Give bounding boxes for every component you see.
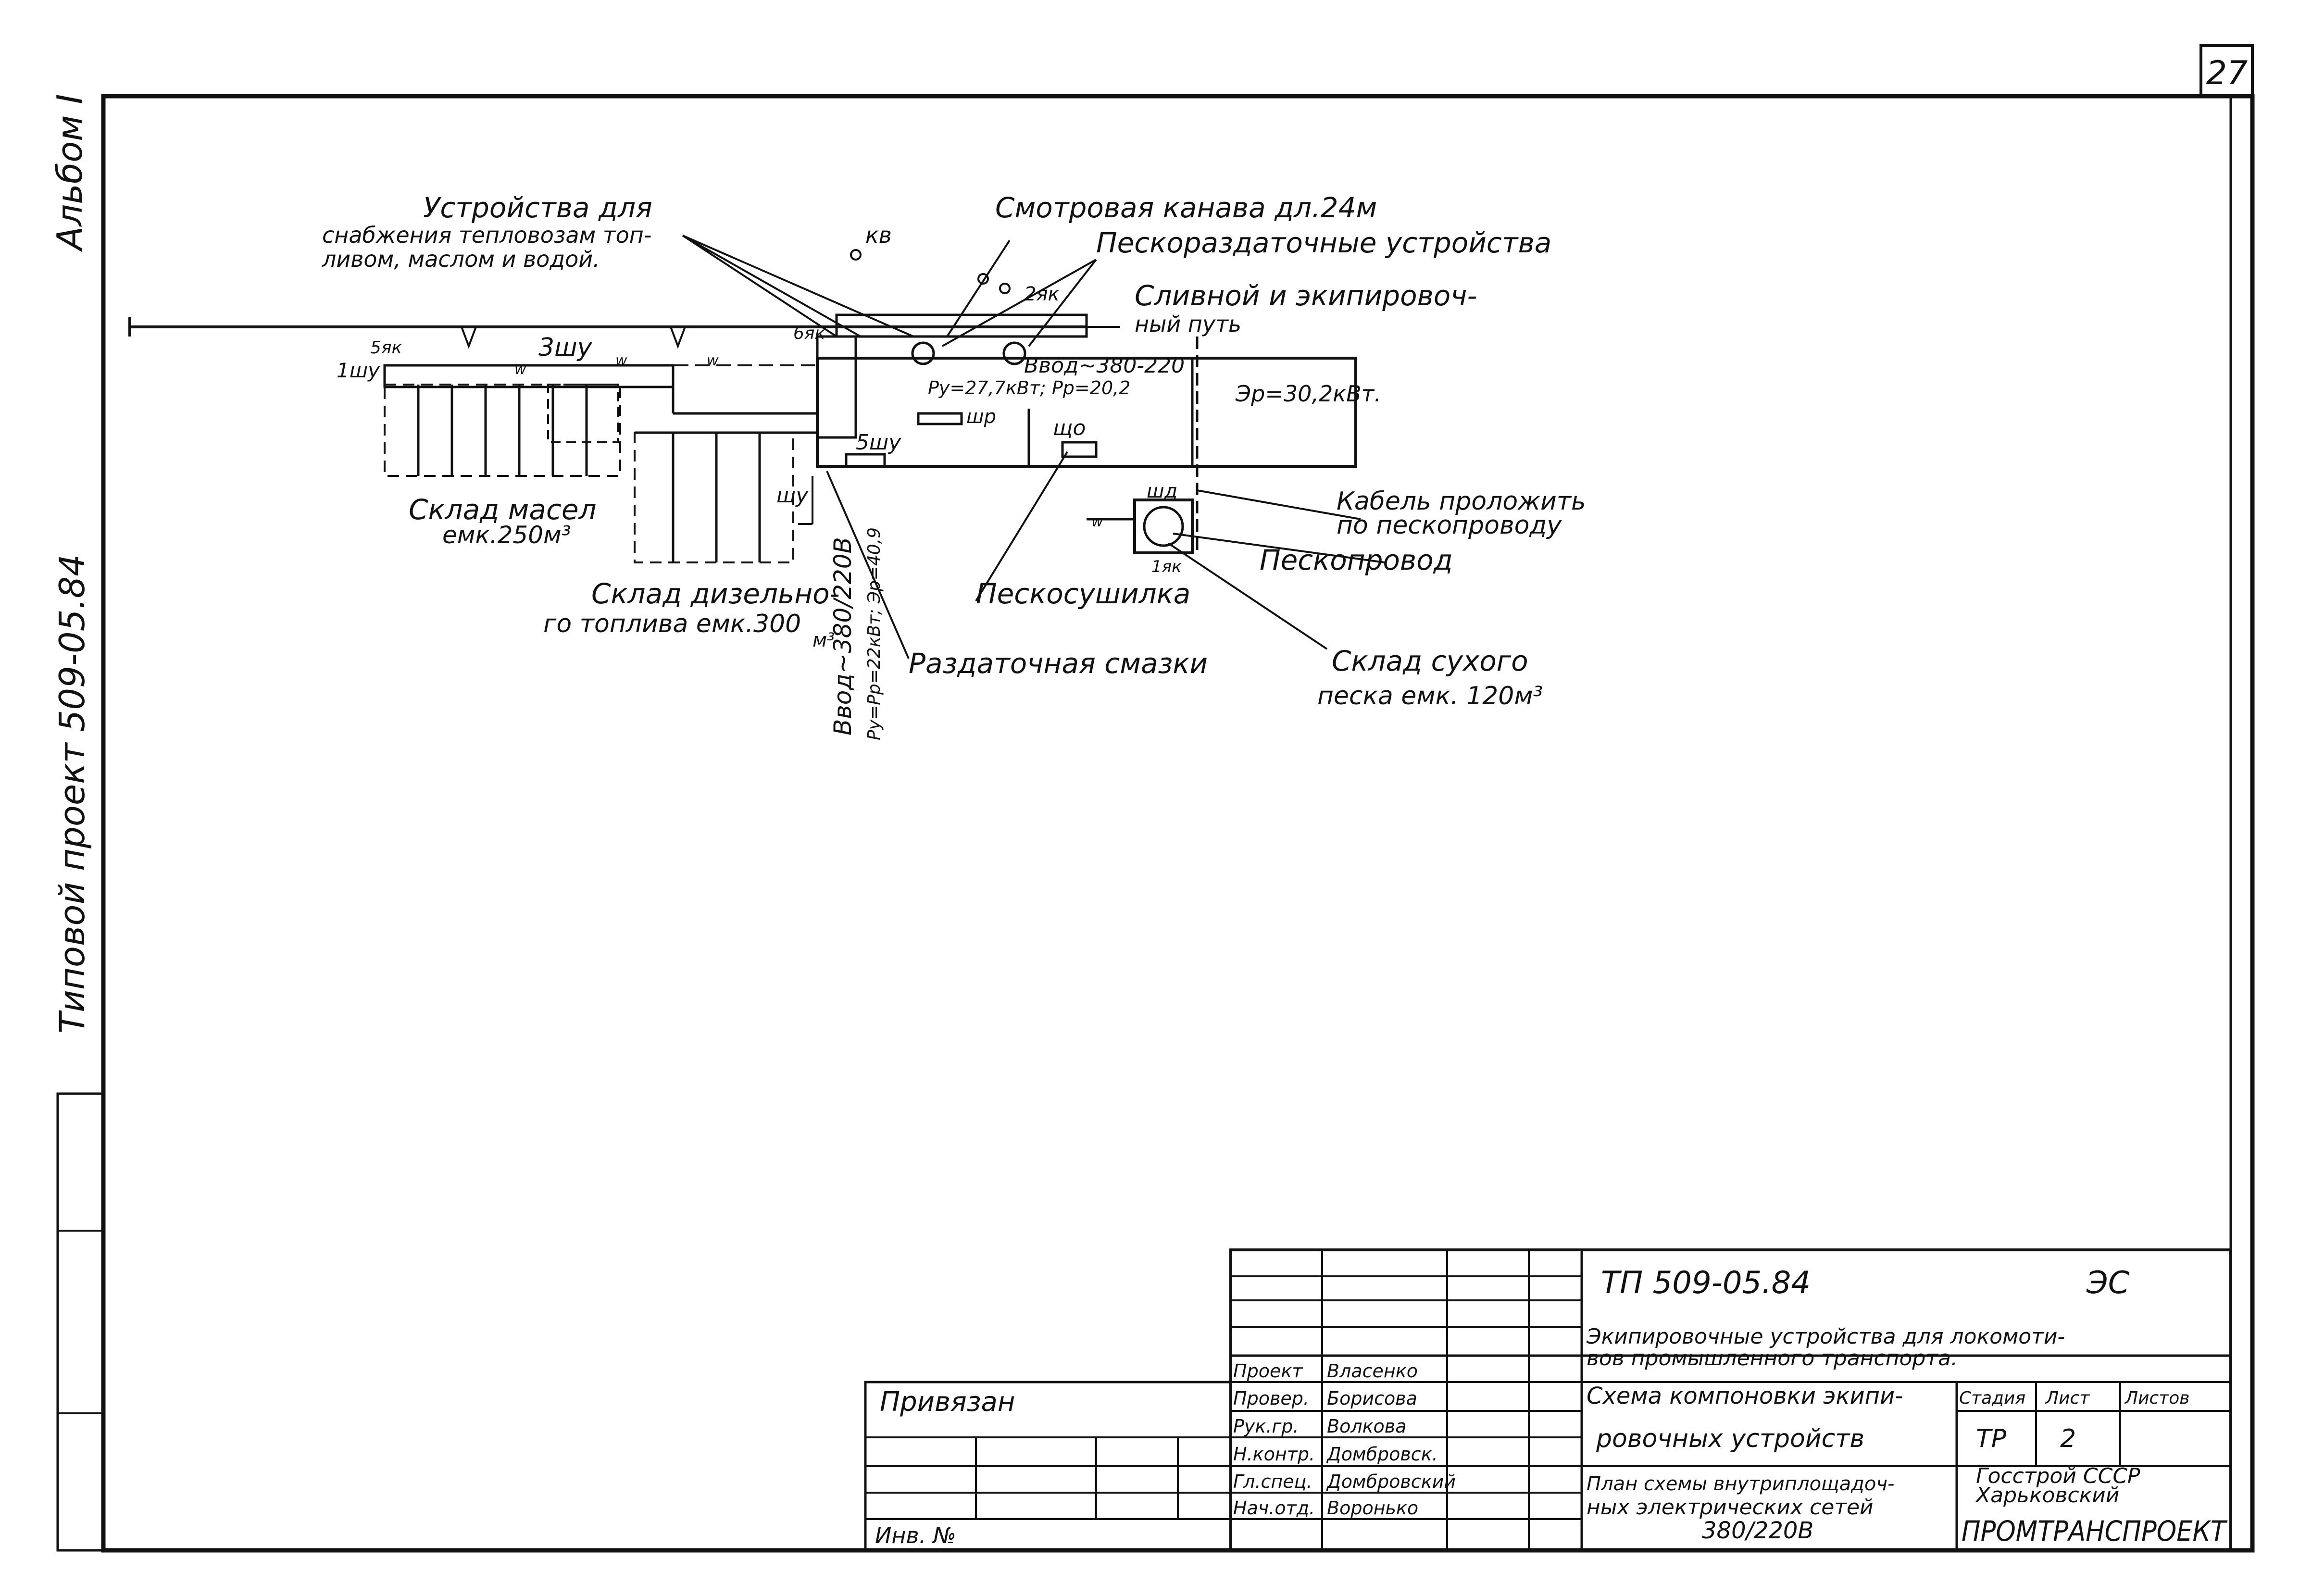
label-dry-sand: Склад сухого <box>1332 645 1528 677</box>
label-1yak: 1як <box>1151 557 1182 576</box>
signature-role: Провер. <box>1233 1388 1309 1409</box>
label-1shu: 1шу <box>337 359 380 382</box>
label-cable-2: по пескопроводу <box>1337 511 1562 540</box>
label-sand-devices: Пескораздаточные устройства <box>1096 226 1551 259</box>
label-kv: кв <box>865 222 892 248</box>
label-w-3: w <box>707 352 719 369</box>
page-number: 27 <box>2206 54 2248 92</box>
sheet-title-4: ных электрических сетей <box>1587 1495 1874 1520</box>
label-5shu: 5шу <box>856 430 901 455</box>
page-number-box <box>2200 44 2254 98</box>
sand-device-icon <box>1002 341 1026 365</box>
label-2yak: 2як <box>1024 283 1060 305</box>
label-drain-track-2: ный путь <box>1135 311 1241 337</box>
label-shd: шд <box>1147 480 1177 502</box>
label-sand-pipe: Пескопровод <box>1260 544 1453 576</box>
label-supply-devices: Устройства для <box>423 191 652 224</box>
label-inspection-pit: Смотровая канава дл.24м <box>995 191 1377 224</box>
label-diesel-store-2: го топлива емк.300 <box>543 610 801 638</box>
oil-store <box>383 364 675 477</box>
signature-role: Нач.отд. <box>1233 1497 1315 1519</box>
left-stamp <box>56 1092 105 1552</box>
label-drain-track: Сливной и экипировоч- <box>1135 279 1477 312</box>
doc-title-1: Экипировочные устройства для локомоти- <box>1586 1324 2065 1349</box>
signature-role: Гл.спец. <box>1233 1471 1312 1492</box>
label-shu: шу <box>776 483 809 508</box>
sheet-header: Лист <box>2045 1388 2090 1408</box>
label-shr: шр <box>966 406 996 428</box>
panel-5shu <box>845 453 886 468</box>
label-cable: Кабель проложить <box>1337 487 1586 516</box>
signature-name: Воронько <box>1327 1497 1418 1519</box>
sheet-title-5: 380/220В <box>1702 1517 1813 1544</box>
label-power-right: Эр=30,2кВт. <box>1235 381 1381 407</box>
signature-name: Волкова <box>1327 1416 1407 1437</box>
pole-icon <box>669 326 687 349</box>
album-label: Альбом I <box>50 94 90 252</box>
label-diesel-store: Склад дизельно- <box>591 577 840 610</box>
org-line-1: Госстрой СССР <box>1976 1464 2140 1488</box>
doc-mark: ЭС <box>2086 1265 2130 1301</box>
sheet-title-1: Схема компоновки экипи- <box>1587 1383 1903 1409</box>
signature-role: Проект <box>1233 1360 1303 1382</box>
org-line-3: ПРОМТРАНСПРОЕКТ <box>1962 1515 2228 1547</box>
doc-code: ТП 509-05.84 <box>1601 1265 1811 1301</box>
sand-device-icon <box>911 341 935 365</box>
label-oil-store-2: емк.250м³ <box>442 521 571 549</box>
sheet-title-3: План схемы внутриплощадоч- <box>1587 1473 1894 1495</box>
label-power-top: Ру=27,7кВт; Рр=20,2 <box>928 377 1130 399</box>
label-5yak: 5як <box>370 338 402 358</box>
stage-value: ТР <box>1976 1424 2007 1453</box>
label-dispensing: Раздаточная смазки <box>909 647 1208 680</box>
stage-header: Стадия <box>1959 1388 2025 1408</box>
label-3shu: 3шу <box>538 333 593 362</box>
signature-name: Борисова <box>1327 1388 1417 1409</box>
pole-icon <box>460 326 477 349</box>
label-power-vert: Ру=Рр=22кВт; Эр=40,9 <box>864 527 884 740</box>
signature-name: Домбровский <box>1326 1471 1456 1492</box>
inv-label: Инв. № <box>875 1522 956 1548</box>
panel-shche <box>1061 441 1098 458</box>
title-block <box>864 1248 2232 1552</box>
label-supply-devices-2: снабжения тепловозам топ- <box>322 222 652 248</box>
signature-name: Домбровск. <box>1326 1444 1438 1465</box>
label-6yak: 6як <box>793 324 825 343</box>
project-label: Типовой проект 509-05.84 <box>52 554 92 1034</box>
doc-title-2: вов промышленного транспорта. <box>1587 1346 1958 1371</box>
sheet-value: 2 <box>2060 1424 2076 1453</box>
signature-role: Рук.гр. <box>1233 1416 1299 1437</box>
sheets-header: Листов <box>2124 1388 2189 1408</box>
signature-name: Власенко <box>1327 1360 1418 1382</box>
org-line-2: Харьковский <box>1975 1483 2119 1508</box>
label-sand-dryer: Пескосушилка <box>976 577 1190 610</box>
label-w-2: w <box>615 352 627 369</box>
label-w-1: w <box>514 361 526 378</box>
label-dry-sand-2: песка емк. 120м³ <box>1317 682 1543 711</box>
label-vvod-top: Ввод~380-220 <box>1024 353 1185 378</box>
leader-lines <box>682 235 1385 659</box>
label-supply-devices-3: ливом, маслом и водой. <box>322 246 600 272</box>
diesel-store <box>634 431 817 563</box>
label-diesel-store-3: м³ <box>812 629 835 651</box>
dry-sand-store <box>1133 499 1194 554</box>
label-vvod-vert: Ввод~380/220В <box>829 537 857 736</box>
sheet-title-2: ровочных устройств <box>1596 1424 1864 1453</box>
panel-shr <box>917 412 963 425</box>
privyazan-label: Привязан <box>880 1386 1015 1418</box>
label-oil-store: Склад масел <box>409 493 597 526</box>
label-shche: що <box>1053 416 1086 440</box>
label-w-4: w <box>1091 513 1103 530</box>
signature-role: Н.контр. <box>1233 1444 1315 1465</box>
